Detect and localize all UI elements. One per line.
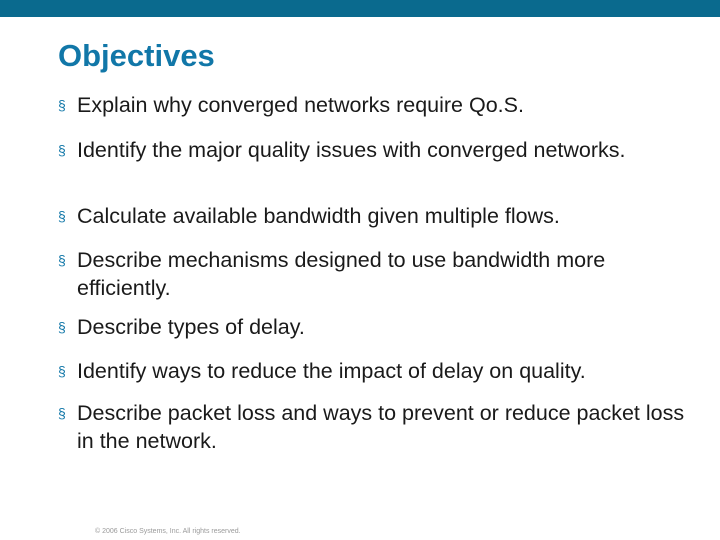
bullet-text: Describe packet loss and ways to prevent… [77,401,685,453]
bullet-marker-icon: § [58,97,66,113]
bullet-text: Identify ways to reduce the impact of de… [77,359,586,383]
list-item: § Identify ways to reduce the impact of … [58,357,698,385]
list-item: § Describe types of delay. [58,313,698,341]
bullet-marker-icon: § [58,405,66,421]
bullet-marker-icon: § [58,252,66,268]
bullet-text: Explain why converged networks require Q… [77,93,524,117]
bullet-marker-icon: § [58,208,66,224]
list-item: § Describe packet loss and ways to preve… [58,399,698,455]
list-item: § Identify the major quality issues with… [58,136,698,164]
bullet-text: Identify the major quality issues with c… [77,138,626,162]
bullet-marker-icon: § [58,363,66,379]
top-banner-bar [0,0,720,17]
bullet-marker-icon: § [58,319,66,335]
bullet-marker-icon: § [58,142,66,158]
bullet-text: Calculate available bandwidth given mult… [77,204,560,228]
copyright-footer: © 2006 Cisco Systems, Inc. All rights re… [95,528,241,535]
slide-title: Objectives [58,38,215,73]
bullet-text: Describe mechanisms designed to use band… [77,248,606,300]
list-item: § Calculate available bandwidth given mu… [58,202,698,230]
bullet-text: Describe types of delay. [77,315,305,339]
list-item: § Describe mechanisms designed to use ba… [58,246,698,302]
list-item: § Explain why converged networks require… [58,91,698,119]
